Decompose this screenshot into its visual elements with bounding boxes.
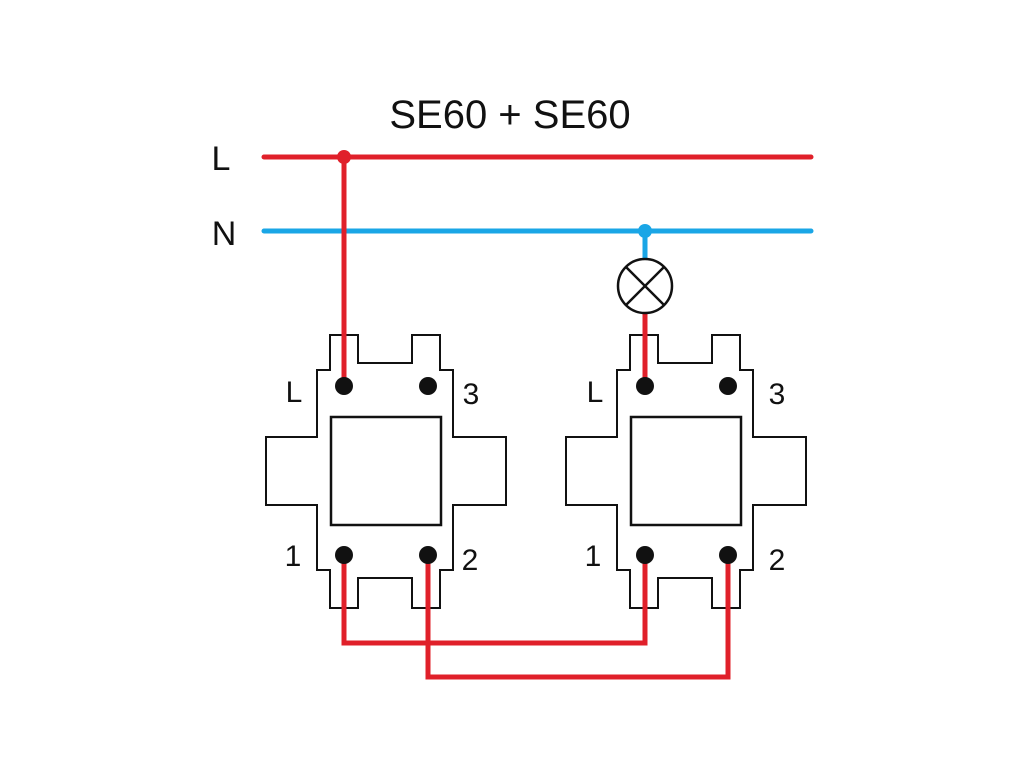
switch-left-label-1: 1 [285, 540, 302, 573]
switch-right-terminal-3 [719, 377, 737, 395]
wires [261, 154, 814, 680]
switch-right-label-1: 1 [585, 540, 602, 573]
switch-left-window [329, 415, 443, 527]
neutral-junction-dot [638, 224, 652, 238]
switch-right-terminal-1 [636, 546, 654, 564]
switch-left-terminal-3 [419, 377, 437, 395]
lamp-cross-circle-icon [616, 257, 674, 315]
switch-right-terminal-2 [719, 546, 737, 564]
traveler-wire-2 [425, 555, 731, 680]
switch-left-terminal-l [335, 377, 353, 395]
rail-label-n: N [212, 215, 237, 253]
switch-left-label-l: L [286, 376, 303, 409]
switch-left-label-3: 3 [463, 378, 480, 411]
switch-left [265, 334, 507, 609]
switch-right-terminal-l [636, 377, 654, 395]
phase-junction-dot [337, 150, 351, 164]
switch-right-label-l: L [587, 376, 604, 409]
rail-label-l: L [212, 140, 231, 178]
switch-right-label-2: 2 [769, 544, 786, 577]
traveler-wire-1 [341, 555, 648, 646]
diagram-title: SE60 + SE60 [389, 93, 630, 137]
switch-left-label-2: 2 [462, 544, 479, 577]
switch-left-terminal-1 [335, 546, 353, 564]
switch-right-window [629, 415, 743, 527]
switch-right [565, 334, 807, 609]
switch-left-terminal-2 [419, 546, 437, 564]
switch-right-label-3: 3 [769, 378, 786, 411]
